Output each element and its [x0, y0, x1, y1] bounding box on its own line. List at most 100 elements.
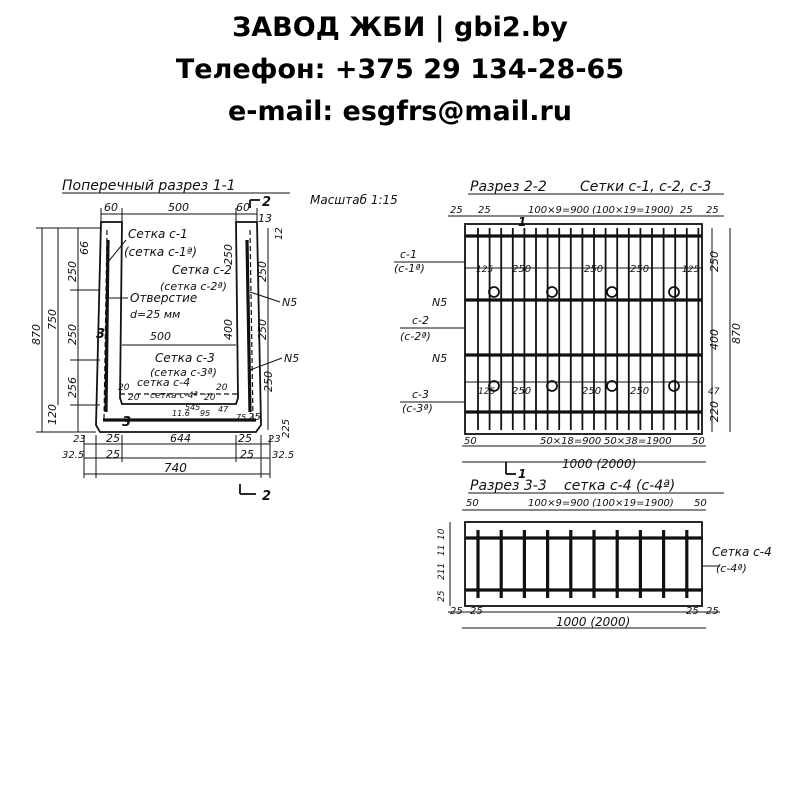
s33-dim-100x9: 100×9=900	[528, 498, 589, 509]
dim-60-left: 60	[104, 201, 118, 214]
header-email: e-mail: esgfrs@mail.ru	[227, 96, 573, 127]
rebar-left	[104, 239, 110, 413]
s22-dim-250-right: 250	[708, 251, 721, 272]
s22-dim-50-b: 50	[692, 436, 705, 447]
s22-hole-1	[488, 286, 500, 298]
s33-dim-25: 25	[437, 590, 447, 602]
s33-label-mesh-c4a: (с-4ª)	[716, 562, 747, 575]
s33-dim-25-c: 25	[686, 606, 699, 617]
s22-label-c3a: (с-3ª)	[402, 402, 433, 415]
s22-dim-250-b1: 250	[512, 386, 531, 397]
dim-11-6: 11.6	[172, 409, 190, 418]
s22-cut-mark-1-top: 1	[518, 215, 526, 229]
s22-dim-250-a3: 250	[630, 264, 649, 275]
label-mesh-c1: Сетка с-1	[128, 227, 188, 241]
cut-mark-2-bottom: 2	[262, 489, 271, 504]
dim-400: 400	[222, 319, 235, 340]
dim-740: 740	[164, 461, 187, 475]
dim-32-5-right: 32.5	[272, 450, 294, 461]
dim-32-5-left: 32.5	[62, 450, 84, 461]
section-3-3: Разрез 3-3 сетка с-4 (с-4ª) 50 100×9=900…	[437, 478, 772, 629]
dim-23-right: 23	[268, 434, 281, 445]
label-n5-a: N5	[282, 296, 297, 309]
s22-dim-50-a: 50	[464, 436, 477, 447]
dim-225: 225	[281, 419, 292, 438]
label-hole: Отверстие	[130, 291, 197, 305]
s22-label-c1a: (с-1ª)	[394, 262, 425, 275]
s22-dim-125-b: 125	[682, 265, 699, 275]
s22-dim-250-b2: 250	[582, 386, 601, 397]
dim-256: 256	[66, 377, 79, 398]
s22-dim-25-a: 25	[450, 205, 463, 216]
dim-60-right: 60	[236, 201, 250, 214]
dim-500-top: 500	[168, 201, 189, 214]
s22-dim-50x38: 50×38=1900	[604, 436, 672, 447]
s33-vertical-bars	[476, 530, 689, 598]
label-mesh-c4: сетка с-4	[137, 376, 190, 389]
cut-mark-3-left: 3	[96, 327, 105, 342]
s22-hole-2	[546, 286, 558, 298]
s33-dim-25-d: 25	[706, 606, 719, 617]
s22-dim-50x18: 50×18=900	[540, 436, 601, 447]
s22-hole-3	[606, 286, 618, 298]
s22-dim-100x19: (100×19=1900)	[592, 205, 674, 216]
s33-dim-25-a: 25	[450, 606, 463, 617]
dim-47: 47	[218, 405, 229, 414]
dim-545: 545	[185, 403, 200, 412]
label-mesh-c3a: (сетка с-3ª)	[150, 366, 217, 379]
s22-hole-8	[668, 380, 680, 392]
s22-label-n5-a: N5	[432, 296, 447, 309]
s33-dim-211: 211	[437, 563, 447, 580]
s22-dim-250-a2: 250	[584, 264, 603, 275]
dim-250-a: 250	[66, 261, 79, 282]
s22-cut-mark-1-bottom: 1	[518, 467, 526, 481]
s22-dim-47: 47	[708, 387, 720, 397]
s22-label-c2a: (с-2ª)	[400, 330, 431, 343]
s22-dim-1000: 1000 (2000)	[562, 457, 636, 471]
section-1-1: Поперечный разрез 1-1 Масштаб 1:15 60 50…	[30, 178, 398, 504]
dim-25-e: 25	[248, 412, 261, 423]
label-mesh-c3: Сетка с-3	[155, 351, 215, 365]
s22-label-c1: с-1	[400, 248, 417, 261]
scale-label: Масштаб 1:15	[310, 193, 398, 207]
dim-750: 750	[46, 309, 59, 330]
s33-dim-25-b: 25	[470, 606, 483, 617]
s22-hole-5	[488, 380, 500, 392]
s22-dim-220-right: 220	[708, 401, 721, 422]
s22-panel-frame	[464, 223, 703, 435]
dim-250-c: 250	[222, 244, 235, 265]
dim-25-c: 25	[106, 448, 120, 461]
section-3-3-subtitle: сетка с-4 (с-4ª)	[564, 478, 675, 494]
dim-25-a: 25	[106, 432, 120, 445]
header-phone: Телефон: +375 29 134-28-65	[175, 54, 625, 85]
s22-dim-25-d: 25	[706, 205, 719, 216]
label-n5-b: N5	[284, 352, 299, 365]
dim-250-r2: 250	[256, 319, 269, 340]
label-mesh-c2a: (сетка с-2ª)	[160, 280, 227, 293]
dim-20-c: 20	[216, 383, 228, 393]
dim-20-b: 20	[128, 393, 140, 403]
s22-dim-25-b: 25	[478, 205, 491, 216]
dim-250-r1: 250	[256, 261, 269, 282]
s22-dim-25-c: 25	[680, 205, 693, 216]
s22-dim-125-a: 125	[476, 265, 493, 275]
s22-label-c3: с-3	[412, 388, 429, 401]
dim-250-b: 250	[66, 324, 79, 345]
s22-dim-400-right: 400	[708, 329, 721, 350]
dim-20-d: 20	[204, 393, 216, 403]
dim-20-a: 20	[118, 383, 130, 393]
dim-23-left: 23	[73, 434, 86, 445]
section-1-1-title: Поперечный разрез 1-1	[62, 178, 236, 194]
s22-dim-870-right: 870	[730, 323, 743, 344]
dim-120: 120	[46, 404, 59, 425]
dim-500-mid: 500	[150, 330, 171, 343]
s33-dim-100x19: (100×19=1900)	[592, 498, 674, 509]
section-2-2-title: Разрез 2-2	[470, 179, 547, 195]
s33-dim-50-a: 50	[466, 498, 479, 509]
s22-dim-100x9: 100×9=900	[528, 205, 589, 216]
dim-250-r3: 250	[262, 371, 275, 392]
header-company: ЗАВОД ЖБИ | gbi2.by	[232, 12, 568, 43]
s33-dim-10: 10	[437, 528, 447, 540]
s22-hole-7	[606, 380, 618, 392]
